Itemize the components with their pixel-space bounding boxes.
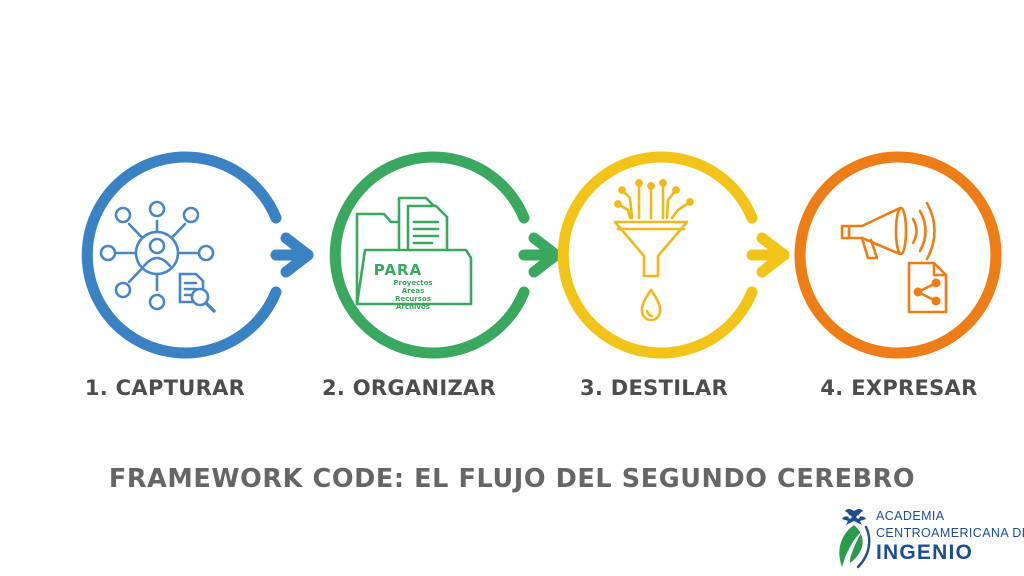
folder-item-recursos: Recursos [395,295,431,303]
folder-item-proyectos: Proyectos [393,279,432,287]
step-3-ring [557,151,790,359]
arrow-1-to-2-icon [280,232,314,278]
diagram-title: FRAMEWORK CODE: EL FLUJO DEL SEGUNDO CER… [108,464,916,494]
academy-logo: ACADEMIA CENTROAMERICANA DE INGENIO [836,505,1024,573]
step-4-ring [794,151,1002,359]
step-1-label: 1. CAPTURAR [84,376,246,400]
step-4-label: 4. EXPRESAR [820,376,978,400]
megaphone-share-icon [840,201,948,314]
funnel-drop-icon [613,179,694,322]
hub-person-network-icon [99,200,216,313]
folder-para-title: PARA [374,261,422,279]
step-1-ring [81,151,314,359]
folder-documents-icon [355,196,473,306]
arrow-3-to-4-icon [756,232,790,278]
logo-text-line2: CENTROAMERICANA DE [876,526,1024,540]
logo-text-line1: ACADEMIA [876,509,945,523]
step-3-label: 3. DESTILAR [579,376,729,400]
owl-leaf-logo-icon [839,509,871,569]
step-2-label: 2. ORGANIZAR [321,376,497,400]
folder-item-archivos: Archivos [396,303,430,311]
folder-item-areas: Areas [402,287,425,295]
logo-text-line3: INGENIO [876,541,974,564]
arrow-2-to-3-icon [528,232,562,278]
